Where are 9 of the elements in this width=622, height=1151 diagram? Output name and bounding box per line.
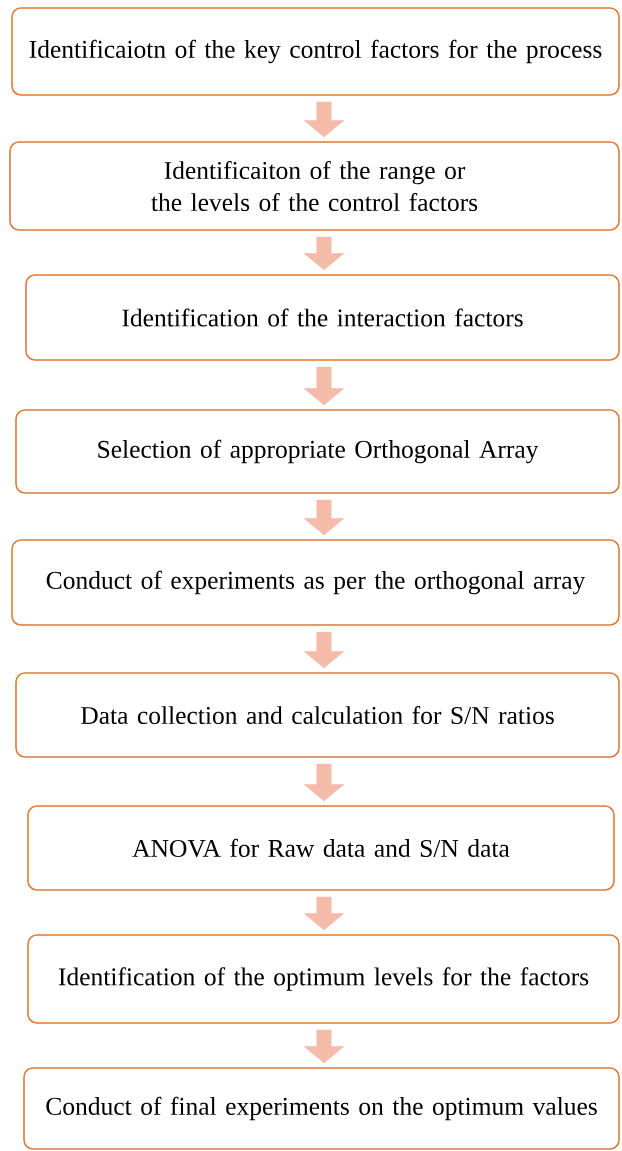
process-box: ANOVA for Raw data and S/N data [27, 805, 615, 891]
process-box: Identificaiton of the range or the levels of the control factors [9, 141, 620, 231]
process-box: Identification of the optimum levels for the factors [27, 934, 620, 1024]
process-box: Conduct of experiments as per the orthogonal array [11, 539, 620, 626]
process-box: Selection of appropriate Orthogonal Array [15, 409, 620, 494]
process-box: Conduct of final experiments on the optimum values [23, 1067, 620, 1150]
process-box: Identificaiotn of the key control factors for the process [11, 7, 620, 96]
process-box: Identification of the interaction factors [25, 274, 620, 361]
process-box: Data collection and calculation for S/N ratios [15, 672, 620, 758]
